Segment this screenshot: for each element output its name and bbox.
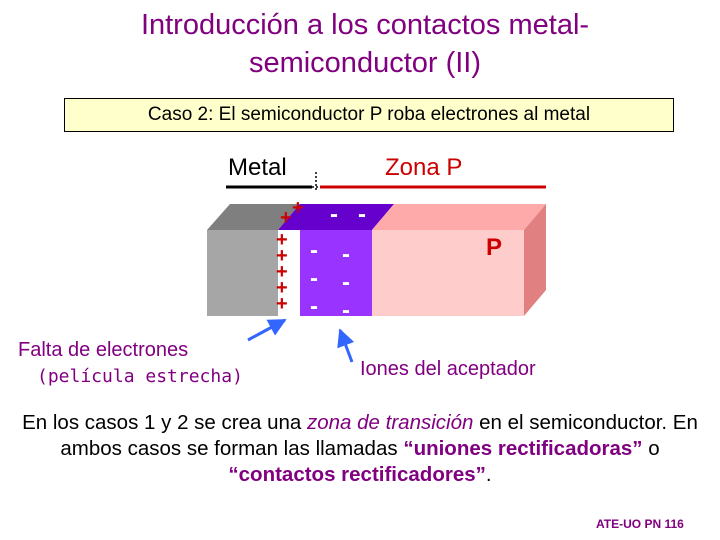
explanation-paragraph: En los casos 1 y 2 se crea una zona de t… bbox=[20, 410, 700, 488]
positive-charges: + + + + + + + bbox=[276, 197, 304, 315]
plus-charge: + bbox=[276, 277, 288, 299]
paragraph-text-1: En los casos 1 y 2 se crea una bbox=[22, 411, 307, 434]
p-top-face bbox=[372, 204, 546, 230]
minus-charge: - bbox=[330, 201, 338, 228]
plus-charge: + bbox=[276, 293, 288, 315]
p-region-label: P bbox=[486, 234, 503, 261]
minus-charge: - bbox=[310, 265, 318, 292]
paragraph-text-2: en el semiconductor. En ambos casos se f… bbox=[60, 411, 698, 460]
zone-p-label: Zona P bbox=[385, 154, 463, 181]
minus-charge: - bbox=[342, 297, 350, 324]
minus-charge: - bbox=[310, 237, 318, 264]
paragraph-text-4: . bbox=[485, 463, 492, 486]
falta-arrow bbox=[247, 318, 287, 342]
paragraph-text-3: o bbox=[642, 437, 660, 460]
metal-top-face bbox=[207, 204, 300, 230]
p-side-face bbox=[524, 204, 546, 316]
minus-charge: - bbox=[310, 293, 318, 320]
minus-charge: - bbox=[358, 201, 366, 228]
slide-footer: ATE-UO PN 116 bbox=[596, 517, 684, 531]
acceptor-ions-label: Iones del aceptador bbox=[360, 358, 536, 380]
plus-charge: + bbox=[276, 245, 288, 267]
interface-strip bbox=[278, 230, 300, 316]
plus-charge: + bbox=[276, 261, 288, 283]
title-line-1: Introducción a los contactos metal- bbox=[140, 9, 590, 41]
negative-charges: - - - - - - - - bbox=[310, 201, 366, 324]
metal-front-face bbox=[207, 230, 278, 316]
plus-charge: + bbox=[280, 207, 292, 229]
metal-label: Metal bbox=[228, 154, 287, 181]
minus-charge: - bbox=[342, 269, 350, 296]
transition-zone-term: zona de transición bbox=[307, 411, 474, 434]
title-line-2: semiconductor (II) bbox=[248, 47, 482, 79]
p-front-face bbox=[372, 230, 524, 316]
case-caption-box: Caso 2: El semiconductor P roba electron… bbox=[64, 98, 674, 132]
thin-film-label: (película estrecha) bbox=[37, 366, 243, 387]
rectifying-junctions-term: “uniones rectificadoras” bbox=[403, 437, 643, 460]
slide-title: Introducción a los contactos metal- semi… bbox=[60, 6, 670, 82]
depletion-top-face bbox=[278, 204, 394, 230]
metal-semiconductor-diagram: + + + + + + + - - - - - - - - bbox=[207, 172, 546, 363]
missing-electrons-label: Falta de electrones bbox=[18, 339, 189, 361]
plus-charge: + bbox=[292, 197, 304, 219]
plus-charge: + bbox=[276, 229, 288, 251]
depletion-front-face bbox=[300, 230, 372, 316]
minus-charge: - bbox=[342, 241, 350, 268]
rectifying-contacts-term: “contactos rectificadores” bbox=[228, 463, 486, 486]
iones-arrow bbox=[337, 328, 355, 363]
